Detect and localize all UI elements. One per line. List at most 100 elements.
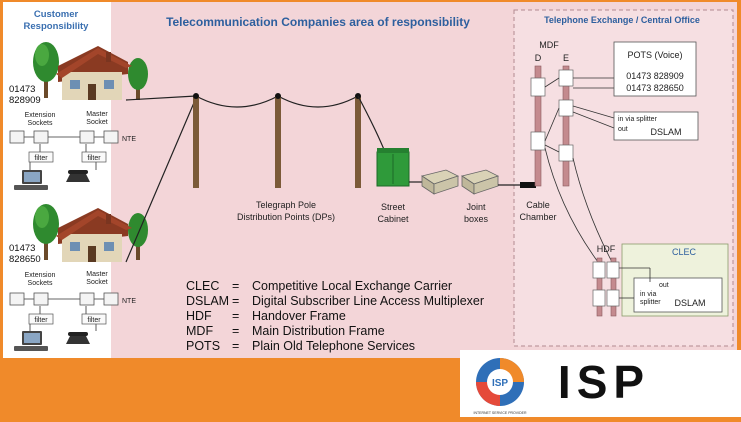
telegraph-pole-icon [193,93,199,188]
house-2-group: 01473 828650 Extension Sockets Master So… [9,97,197,351]
hdf-block [592,261,606,279]
house-1-filter-1-label: filter [34,155,48,162]
house-1-extension-sockets-line1: Extension [25,112,56,119]
tree-icon [33,42,59,98]
tree-icon [33,204,59,260]
chamber-label-line1: Cable [526,200,550,210]
filter-box [28,151,54,163]
mdf-block [558,144,574,162]
extension-socket-icon [9,130,25,144]
mdf-d-rail [534,65,542,187]
house-2-filter-2-label: filter [87,317,101,324]
mdf-block [530,77,546,97]
extension-socket-icon [33,130,49,144]
joint-label-line2: boxes [464,214,489,224]
nte-socket-icon [103,130,119,144]
hdf-block [606,261,620,279]
cabinet-label-line1: Street [381,202,406,212]
mdf-block [558,69,574,87]
legend-desc-pots: Plain Old Telephone Services [252,339,415,353]
filter-box [28,313,54,325]
house-1-filter-2-label: filter [87,155,101,162]
customer-area-title-line2: Responsibility [24,21,90,32]
legend-abbr-dslam: DSLAM [186,294,229,308]
house-2-master-socket-line2: Socket [86,279,107,286]
dslam-name: DSLAM [650,127,681,137]
house-2-master-socket-line1: Master [86,271,108,278]
pole-label-line1: Telegraph Pole [256,200,316,210]
isp-logo-icon: ISP [476,358,524,406]
legend-eq: = [232,279,239,293]
mdf-block [558,99,574,117]
mdf-d-label: D [535,53,542,63]
house-icon [56,46,132,100]
telegraph-pole-icon [275,93,281,188]
house-icon [56,208,132,262]
clec-title: CLEC [672,247,697,257]
mdf-title: MDF [539,40,559,50]
drop-cable [125,97,197,263]
legend-desc-hdf: Handover Frame [252,309,346,323]
house-2-filter-1-label: filter [34,317,48,324]
filter-box [81,151,107,163]
main-title: Telecommunication Companies area of resp… [166,15,470,29]
joint-box-icon [461,169,500,195]
logo-small-text: INTERNET SERVICE PROVIDER [474,411,527,415]
pots-number-1: 01473 828909 [626,71,684,81]
house-2-number-line2: 828650 [9,254,41,265]
clec-out-label: out [659,282,669,289]
house-1-extension-sockets-line2: Sockets [28,120,53,127]
house-2-extension-sockets-line2: Sockets [28,280,53,287]
mdf-e-label: E [563,53,569,63]
clec-dslam-name: DSLAM [674,298,705,308]
dslam-in-label: in via splitter [618,116,658,123]
legend: CLEC = Competitive Local Exchange Carrie… [186,279,484,353]
clec-dslam-box [633,277,723,313]
computer-icon [14,331,48,351]
cable-chamber-icon [520,182,536,188]
customer-area-title-line1: Customer [34,9,79,20]
hdf-title: HDF [597,244,616,254]
street-cabinet-icon [376,148,410,187]
legend-abbr-hdf: HDF [186,309,212,323]
clec-in-label-line1: in via [640,291,656,298]
legend-desc-clec: Competitive Local Exchange Carrier [252,279,452,293]
house-2-number-line1: 01473 [9,243,35,254]
legend-eq: = [232,339,239,353]
legend-eq: = [232,294,239,308]
house-1-number-line1: 01473 [9,84,35,95]
computer-icon [14,170,48,190]
drop-cable [125,95,197,101]
house-1-master-socket-line2: Socket [86,119,107,126]
joint-label-line1: Joint [466,202,486,212]
logo-badge-text: ISP [492,378,508,389]
filter-box [81,313,107,325]
mdf-e-rail [562,65,570,187]
nte-socket-icon [103,292,119,306]
telephone-icon [66,170,90,182]
pots-box [613,41,697,97]
house-1-nte-label: NTE [122,136,136,143]
house-1-number-line2: 828909 [9,95,41,106]
dslam-box [613,111,699,141]
hdf-block [606,289,620,307]
legend-abbr-pots: POTS [186,339,220,353]
house-2-extension-sockets-line1: Extension [25,272,56,279]
legend-abbr-mdf: MDF [186,324,213,338]
hdf-rail [610,257,617,317]
house-1-master-socket-line1: Master [86,111,108,118]
tree-icon [128,58,148,100]
clec-in-label-line2: splitter [640,299,661,306]
house-1-group: 01473 828909 Extension Sockets Master So… [9,42,197,190]
telegraph-pole-icon [355,93,361,188]
legend-desc-mdf: Main Distribution Frame [252,324,385,338]
hdf-rail [596,257,603,317]
telephone-icon [66,332,90,344]
legend-abbr-clec: CLEC [186,279,219,293]
hdf-block [592,289,606,307]
house-2-nte-label: NTE [122,298,136,305]
pole-label-line2: Distribution Points (DPs) [237,212,335,222]
legend-desc-dslam: Digital Subscriber Line Access Multiplex… [252,294,484,308]
